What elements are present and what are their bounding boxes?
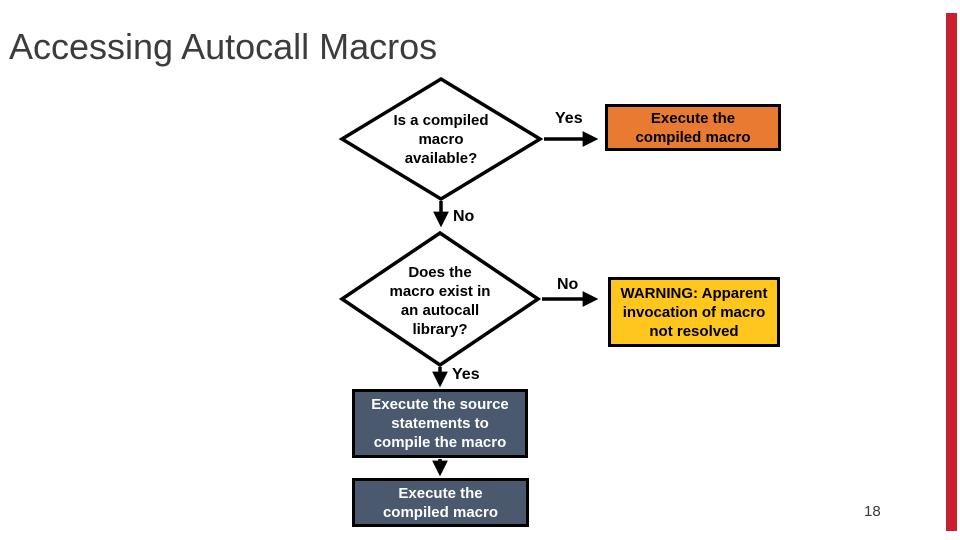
branch-label-no-2: No [557, 276, 579, 293]
decision-diamond-compiled-macro [338, 76, 544, 202]
red-accent-bar [946, 13, 957, 531]
branch-label-no-1: No [453, 208, 475, 225]
warning-box-macro-not-resolved: WARNING: Apparent invocation of macro no… [608, 277, 780, 347]
decision-diamond-autocall-library [338, 230, 542, 368]
process-box-execute-compiled-bottom: Execute the compiled macro [352, 478, 529, 527]
branch-label-yes-2: Yes [452, 366, 480, 383]
process-box-execute-source: Execute the source statements to compile… [352, 389, 528, 458]
decision-text-autocall-library: Does the macro exist in an autocall libr… [389, 264, 491, 338]
slide-title: Accessing Autocall Macros [9, 26, 438, 67]
decision-text-compiled-macro: Is a compiled macro available? [393, 111, 489, 167]
page-number: 18 [864, 503, 881, 520]
process-box-execute-compiled-top: Execute the compiled macro [605, 104, 781, 151]
branch-label-yes-1: Yes [555, 110, 583, 127]
